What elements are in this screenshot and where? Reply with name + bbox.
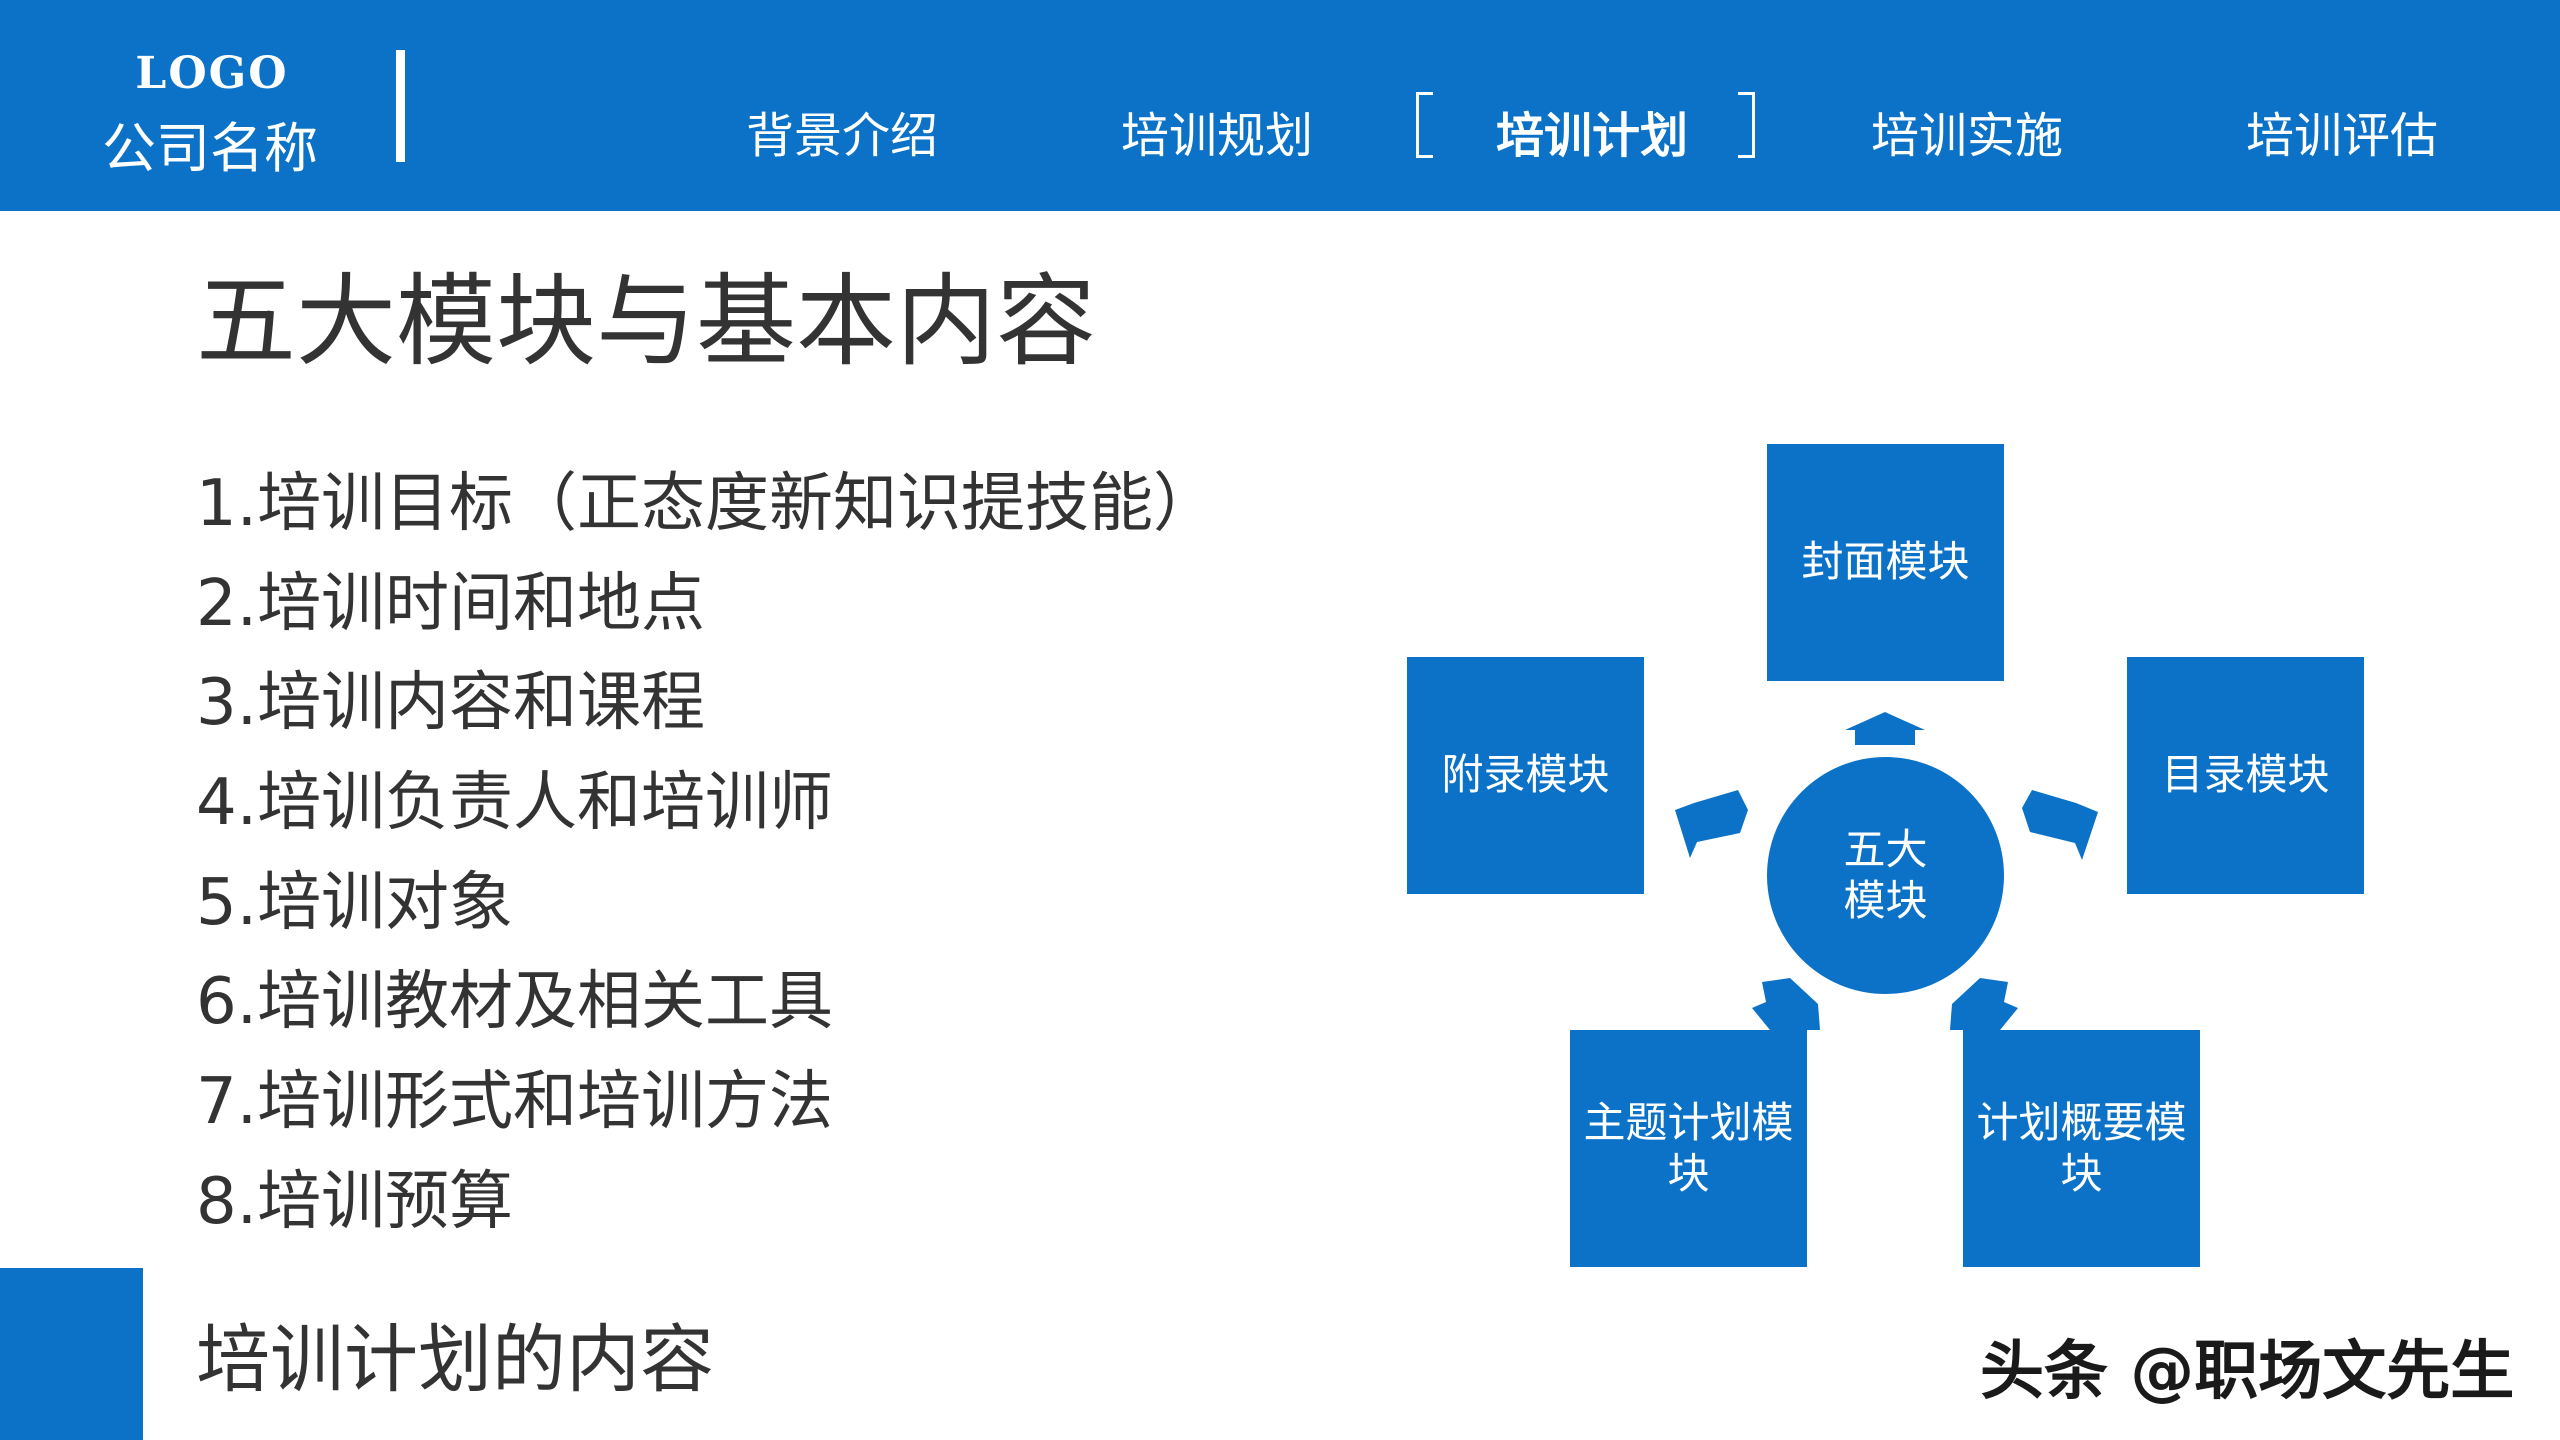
list-item: 7.培训形式和培训方法 <box>196 1065 834 1140</box>
arrow-down-right-icon <box>1950 978 2018 1030</box>
module-theme-plan: 主题计划模块 <box>1570 1030 1807 1267</box>
arrow-down-left-icon <box>1752 978 1820 1030</box>
list-item: 8.培训预算 <box>196 1164 514 1239</box>
list-item: 5.培训对象 <box>196 865 514 940</box>
content-list: 1.培训目标（正态度新知识提技能） 2.培训时间和地点 3.培训内容和课程 4.… <box>196 455 1217 1253</box>
module-appendix: 附录模块 <box>1407 657 1644 894</box>
arrow-right-icon <box>2022 790 2098 860</box>
slide-title: 五大模块与基本内容 <box>196 263 1096 380</box>
logo: LOGO <box>135 48 289 99</box>
module-plan-summary: 计划概要模块 <box>1963 1030 2200 1267</box>
header-divider <box>396 50 405 162</box>
list-item: 3.培训内容和课程 <box>196 666 706 741</box>
list-item: 6.培训教材及相关工具 <box>196 965 834 1040</box>
active-nav-bracket-right <box>1738 92 1755 158</box>
company-name: 公司名称 <box>102 117 318 180</box>
list-item: 1.培训目标（正态度新知识提技能） <box>196 467 1218 541</box>
module-cover: 封面模块 <box>1767 444 2004 681</box>
nav-item-background[interactable]: 背景介绍 <box>745 108 938 164</box>
nav-item-training-evaluation[interactable]: 培训评估 <box>2245 108 2438 164</box>
list-item: 4.培训负责人和培训师 <box>196 766 834 841</box>
header-bar: LOGO 公司名称 背景介绍 培训规划 培训计划 培训实施 培训评估 <box>0 0 2560 211</box>
nav-item-training-implementation[interactable]: 培训实施 <box>1870 108 2063 164</box>
arrow-left-icon <box>1675 790 1748 858</box>
footer-label: 培训计划的内容 <box>196 1317 714 1403</box>
list-item: 2.培训时间和地点 <box>196 566 706 641</box>
nav-item-training-plan[interactable]: 培训计划 <box>1495 108 1688 164</box>
active-nav-bracket-left <box>1416 92 1433 158</box>
footer-accent-block <box>0 1268 143 1440</box>
arrow-up-icon <box>1845 712 1925 745</box>
nav-item-training-planning[interactable]: 培训规划 <box>1120 108 1313 164</box>
center-module-label: 五大模块 <box>1843 825 1928 925</box>
module-contents: 目录模块 <box>2127 657 2364 894</box>
watermark: 头条 @职场文先生 <box>1980 1335 2515 1409</box>
center-module-circle: 五大模块 <box>1767 757 2004 994</box>
